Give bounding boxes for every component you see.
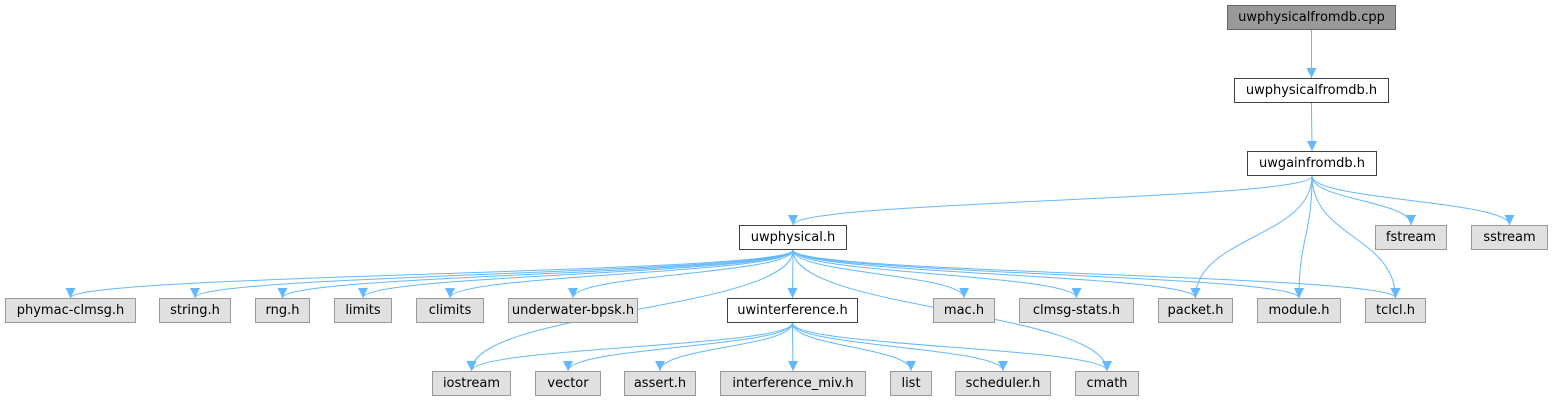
node-mac-h[interactable]: mac.h — [933, 298, 995, 323]
edge-n1-n2 — [1306, 102, 1317, 152]
edge-n3-n14 — [792, 249, 1082, 299]
node-phymac-clmsg-h[interactable]: phymac-clmsg.h — [5, 298, 136, 323]
edge-n12-n24 — [792, 322, 1112, 372]
node-underwater-bpsk-h[interactable]: underwater-bpsk.h — [508, 298, 638, 323]
node-tclcl-h[interactable]: tclcl.h — [1365, 298, 1426, 323]
node-uwphysicalfromdb-cpp: uwphysicalfromdb.cpp — [1227, 5, 1396, 30]
edge-n3-n16 — [792, 249, 1304, 299]
edge-n2-n15 — [1190, 175, 1313, 299]
edge-n2-n3 — [788, 175, 1313, 226]
edge-n3-n6 — [65, 249, 794, 299]
edge-n3-n17 — [792, 249, 1401, 299]
node-assert-h[interactable]: assert.h — [624, 371, 696, 396]
node-vector[interactable]: vector — [535, 371, 601, 396]
edge-n3-n15 — [792, 249, 1201, 299]
node-interference-miv-h[interactable]: interference_miv.h — [720, 371, 866, 396]
edge-n12-n23 — [792, 322, 1008, 372]
edge-n2-n17 — [1311, 175, 1401, 299]
node-uwphysicalfromdb-h[interactable]: uwphysicalfromdb.h — [1234, 78, 1389, 103]
node-limits[interactable]: limits — [334, 298, 392, 323]
edge-n3-n11 — [568, 249, 794, 299]
edge-n3-n12 — [787, 249, 798, 299]
node-uwinterference-h[interactable]: uwinterference.h — [727, 298, 858, 323]
node-clmsg-stats-h[interactable]: clmsg-stats.h — [1019, 298, 1134, 323]
node-string-h[interactable]: string.h — [159, 298, 231, 323]
node-uwgainfromdb-h[interactable]: uwgainfromdb.h — [1247, 151, 1377, 176]
node-scheduler-h[interactable]: scheduler.h — [955, 371, 1051, 396]
edge-n2-n5 — [1311, 175, 1515, 226]
node-uwphysical-h[interactable]: uwphysical.h — [739, 225, 847, 250]
edge-n3-n9 — [358, 249, 794, 299]
node-rng-h[interactable]: rng.h — [255, 298, 310, 323]
node-cmath[interactable]: cmath — [1075, 371, 1139, 396]
node-sstream[interactable]: sstream — [1471, 225, 1548, 250]
edge-n3-n8 — [277, 249, 794, 299]
edge-n12-n21 — [787, 322, 798, 372]
edge-n3-n10 — [445, 249, 794, 299]
edge-n2-n16 — [1294, 175, 1313, 299]
edge-n3-n13 — [792, 249, 969, 299]
edge-n12-n20 — [655, 322, 793, 372]
node-fstream[interactable]: fstream — [1375, 225, 1447, 250]
node-packet-h[interactable]: packet.h — [1158, 298, 1233, 323]
edge-n12-n18 — [466, 322, 793, 372]
node-module-h[interactable]: module.h — [1257, 298, 1341, 323]
edge-n12-n22 — [792, 322, 916, 372]
edge-n2-n4 — [1311, 175, 1416, 226]
edge-n12-n19 — [563, 322, 793, 372]
node-list[interactable]: list — [890, 371, 932, 396]
edge-n3-n7 — [190, 249, 794, 299]
node-iostream[interactable]: iostream — [432, 371, 511, 396]
node-climits[interactable]: climits — [416, 298, 484, 323]
